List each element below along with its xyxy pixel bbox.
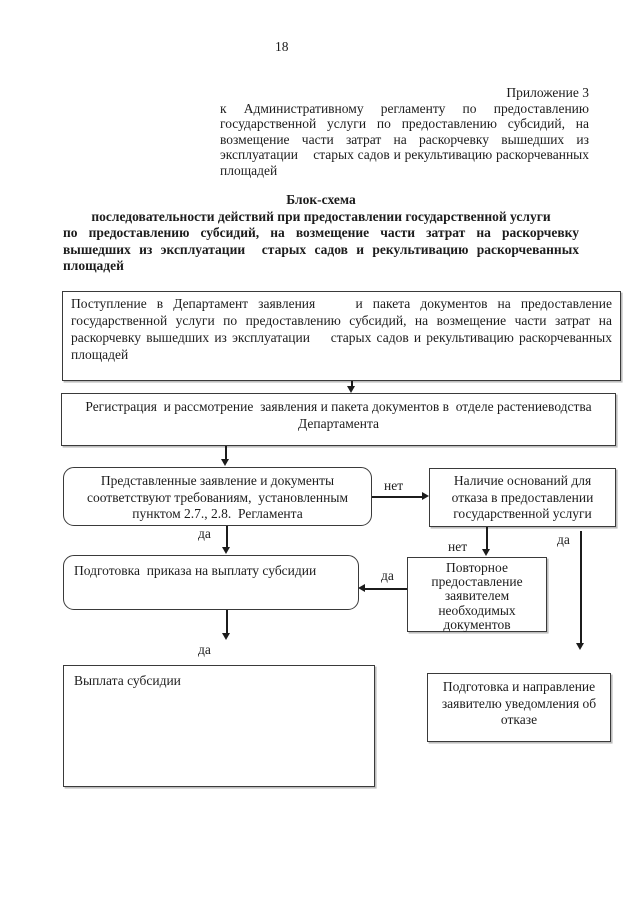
label-yes-compliance: да xyxy=(198,526,211,541)
label-yes-order: да xyxy=(198,642,211,657)
arrow-shaft xyxy=(486,527,488,550)
arrow-shaft xyxy=(372,496,423,498)
flow-box-intake: Поступление в Департамент заявления и па… xyxy=(62,291,621,381)
title-line2: последовательности действий при предоста… xyxy=(91,208,551,224)
arrow-down-head-icon xyxy=(221,459,229,466)
label-yes-resubmission: да xyxy=(381,568,394,583)
appendix-label: Приложение 3 xyxy=(506,85,589,100)
arrow-shaft xyxy=(226,610,228,634)
arrow-shaft xyxy=(226,526,228,548)
flow-box-registration: Регистрация и рассмотрение заявления и п… xyxy=(61,393,616,446)
arrow-shaft xyxy=(225,446,227,460)
label-no-compliance: нет xyxy=(384,478,404,493)
arrow-down-head-icon xyxy=(576,643,584,650)
arrow-down-head-icon xyxy=(347,386,355,393)
label-no-refusal-grounds: нет xyxy=(448,539,468,554)
arrow-left-head-icon xyxy=(358,584,365,592)
flow-box-payment: Выплата субсидии xyxy=(63,665,375,787)
arrow-shaft xyxy=(365,588,407,590)
arrow-down-head-icon xyxy=(222,547,230,554)
arrow-down-head-icon xyxy=(482,549,490,556)
title-block: Блок-схема последовательности действий п… xyxy=(63,192,579,275)
arrow-shaft xyxy=(580,531,582,644)
flow-box-refusal-notice: Подготовка и направление заявителю уведо… xyxy=(427,673,611,742)
appendix-body: к Административному регламенту по предос… xyxy=(220,100,593,178)
title-body: по предоставлению субсидий, на возмещени… xyxy=(63,225,583,273)
arrow-right-head-icon xyxy=(422,492,429,500)
arrow-down-head-icon xyxy=(222,633,230,640)
flow-box-resubmission: Повторное предоставление заявителем необ… xyxy=(407,557,547,632)
arrow-shaft xyxy=(351,381,353,387)
flow-box-refusal-grounds: Наличие оснований для отказа в предостав… xyxy=(429,468,616,527)
label-yes-refusal-grounds: да xyxy=(557,532,570,547)
title-heading: Блок-схема xyxy=(286,192,356,207)
flow-box-order-preparation: Подготовка приказа на выплату субсидии xyxy=(63,555,359,610)
appendix-block: Приложение 3 к Административному регламе… xyxy=(220,85,589,179)
flow-box-compliance-check: Представленные заявление и документы соо… xyxy=(63,467,372,526)
page-number: 18 xyxy=(275,39,289,54)
